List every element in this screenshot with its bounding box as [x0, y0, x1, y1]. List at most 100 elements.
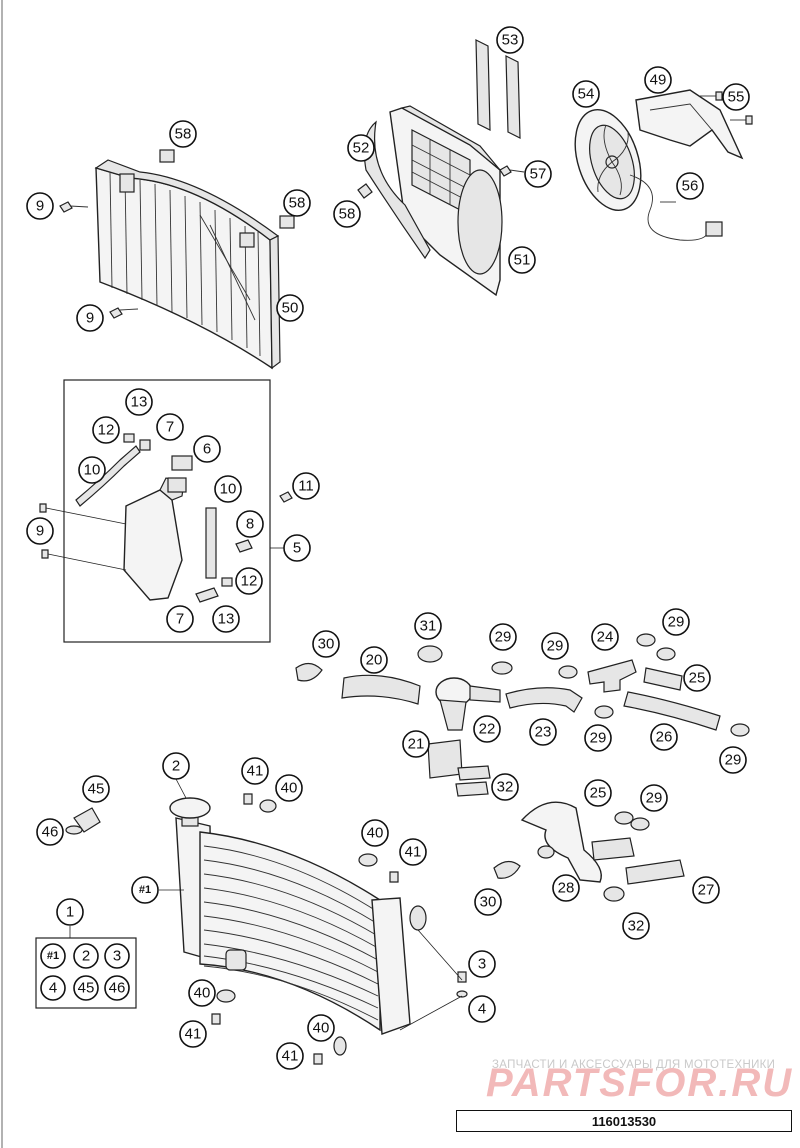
svg-text:4: 4 [49, 980, 57, 997]
svg-text:13: 13 [218, 611, 235, 628]
callout-58-a: 58 [169, 120, 197, 148]
callout-25-a: 25 [683, 664, 711, 692]
callout-12-b: 12 [235, 567, 263, 595]
svg-text:21: 21 [408, 736, 425, 753]
svg-text:30: 30 [318, 636, 335, 653]
kit-callout-2: 2 [73, 943, 99, 969]
svg-text:40: 40 [313, 1020, 330, 1037]
temp-sensor-45 [65, 807, 101, 835]
callout-20: 20 [360, 646, 388, 674]
svg-text:53: 53 [502, 32, 519, 49]
callout-7-b: 7 [166, 605, 194, 633]
callout-40-b: 40 [361, 819, 389, 847]
cooling-fan [574, 108, 723, 241]
callout-41-c: 41 [179, 1020, 207, 1048]
screw-9-top [59, 201, 139, 319]
callout-27: 27 [692, 876, 720, 904]
svg-text:3: 3 [478, 956, 486, 973]
svg-text:41: 41 [405, 844, 422, 861]
svg-text:40: 40 [367, 825, 384, 842]
callout-57: 57 [524, 160, 552, 188]
leader-lines [69, 778, 463, 1031]
svg-text:10: 10 [84, 462, 101, 479]
callout-7-a: 7 [156, 413, 184, 441]
callout-26: 26 [650, 723, 678, 751]
screw-57 [357, 165, 525, 199]
svg-text:12: 12 [241, 573, 258, 590]
callout-49: 49 [644, 66, 672, 94]
svg-text:50: 50 [282, 300, 299, 317]
callout-2: 2 [162, 752, 190, 780]
svg-text:45: 45 [88, 781, 105, 798]
svg-text:2: 2 [172, 758, 180, 775]
callout-50: 50 [276, 294, 304, 322]
callout-21: 21 [402, 730, 430, 758]
svg-text:#1: #1 [47, 950, 59, 962]
callout-13-b: 13 [212, 605, 240, 633]
svg-text:11: 11 [298, 478, 314, 495]
expansion-tank-box [63, 379, 271, 643]
svg-text:58: 58 [289, 195, 306, 212]
kit-callout-4: 4 [40, 975, 66, 1001]
svg-text:46: 46 [42, 824, 59, 841]
callout-29-e: 29 [719, 746, 747, 774]
kit-callout-45: 45 [73, 975, 99, 1001]
callout-55: 55 [722, 83, 750, 111]
svg-text:20: 20 [366, 652, 383, 669]
callout-13-a: 13 [125, 388, 153, 416]
svg-text:55: 55 [728, 89, 745, 106]
svg-text:29: 29 [668, 614, 685, 631]
callout-58-c: 58 [333, 200, 361, 228]
svg-text:51: 51 [514, 252, 531, 269]
svg-text:54: 54 [578, 86, 595, 103]
callout-25-b: 25 [584, 779, 612, 807]
kit-callout-3: 3 [104, 943, 130, 969]
callout-56: 56 [676, 172, 704, 200]
callout-9-c: 9 [26, 517, 54, 545]
callout-1-main: #1 [131, 876, 159, 904]
callout-31: 31 [414, 612, 442, 640]
callout-29-c: 29 [662, 608, 690, 636]
screw-9-tank [39, 503, 127, 571]
callout-11: 11 [292, 472, 320, 500]
callout-6: 6 [193, 435, 221, 463]
callout-41-b: 41 [399, 838, 427, 866]
svg-text:22: 22 [479, 721, 496, 738]
svg-text:4: 4 [478, 1001, 486, 1018]
kit-callout-1: #1 [40, 943, 66, 969]
callout-51: 51 [508, 246, 536, 274]
callout-45: 45 [82, 775, 110, 803]
hose-27 [625, 859, 685, 885]
svg-text:26: 26 [656, 729, 673, 746]
svg-text:52: 52 [353, 140, 370, 157]
svg-text:9: 9 [86, 310, 94, 327]
screw-55 [660, 91, 753, 203]
svg-text:29: 29 [646, 790, 663, 807]
svg-text:32: 32 [497, 779, 514, 796]
svg-text:9: 9 [36, 198, 44, 215]
svg-text:29: 29 [547, 638, 564, 655]
watermark-tagline: ЗАПЧАСТИ И АКСЕССУАРЫ ДЛЯ МОТОТЕХНИКИ [492, 1059, 775, 1071]
callout-30-b: 30 [474, 888, 502, 916]
svg-text:5: 5 [293, 540, 301, 557]
callout-40-d: 40 [307, 1014, 335, 1042]
callout-29-b: 29 [541, 632, 569, 660]
svg-text:28: 28 [558, 880, 575, 897]
callout-9-b: 9 [76, 304, 104, 332]
callout-9-a: 9 [26, 192, 54, 220]
watermark-brand: PARTSFOR.RU [486, 1061, 793, 1105]
kit-callout-46: 46 [104, 975, 130, 1001]
callout-23: 23 [529, 718, 557, 746]
callout-5: 5 [283, 534, 311, 562]
fan-bracket [635, 89, 744, 160]
clamps-29 [491, 633, 750, 737]
svg-text:58: 58 [175, 126, 192, 143]
radiator-shroud [94, 159, 281, 370]
hose-26 [623, 691, 721, 731]
callout-22: 22 [473, 715, 501, 743]
svg-text:45: 45 [78, 980, 95, 997]
svg-text:12: 12 [98, 422, 115, 439]
svg-text:41: 41 [247, 763, 264, 780]
fasteners-40-41 [211, 793, 468, 1065]
